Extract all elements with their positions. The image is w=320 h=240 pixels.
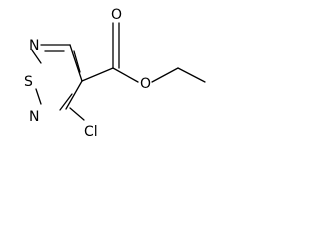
bond-c3-c4: [69, 44, 83, 82]
molecule-structure: N S N Cl O O: [24, 7, 206, 140]
bond-c5-cl: [69, 107, 85, 121]
bond-c3-c4-inner: [73, 50, 81, 73]
bond-n-bottom-double: [59, 93, 73, 111]
atom-oxygen-carbonyl: O: [111, 7, 122, 23]
atom-oxygen-ester: O: [140, 76, 151, 92]
atom-sulfur: S: [24, 74, 33, 90]
bond-s-n-top: [31, 49, 42, 64]
atom-chlorine: Cl: [84, 124, 98, 140]
bond-c4-n-bottom: [65, 80, 83, 110]
bond-n-bottom-s: [35, 88, 42, 105]
bond-ch2-ch3: [177, 67, 206, 83]
structure-canvas: N S N Cl O O: [0, 0, 214, 144]
atom-nitrogen-bottom: N: [29, 109, 39, 125]
bond-c4-carbonyl: [81, 67, 114, 82]
bond-carbonyl-o-ester: [112, 67, 139, 83]
bond-o-ch2: [151, 67, 179, 83]
atom-nitrogen-top: N: [29, 38, 39, 54]
